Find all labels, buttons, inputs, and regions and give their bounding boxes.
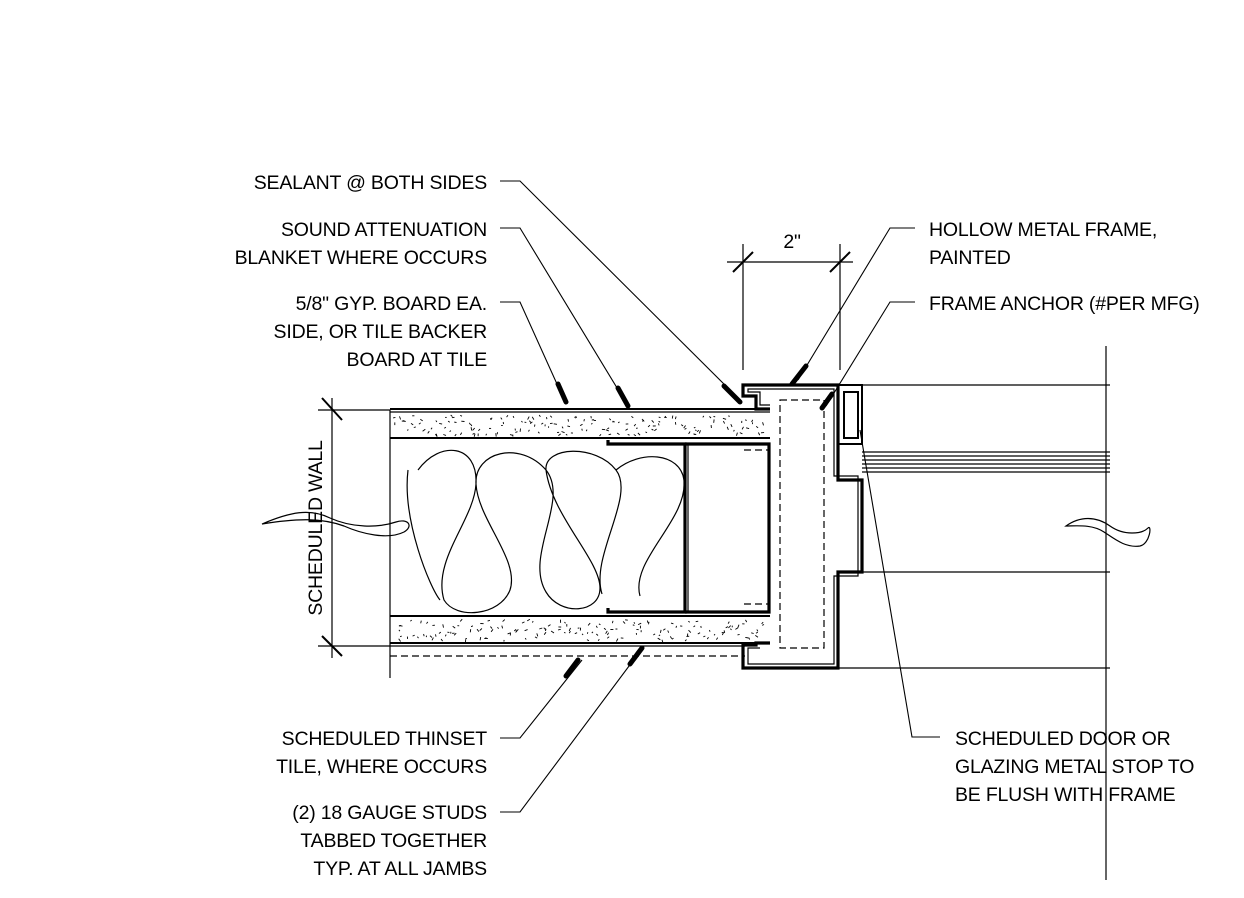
label-gyp-board: 5/8" GYP. BOARD EA. SIDE, OR TILE BACKER… <box>274 293 488 371</box>
svg-text:PAINTED: PAINTED <box>929 247 1011 269</box>
insulation-blanket <box>406 449 685 614</box>
svg-text:BOARD AT TILE: BOARD AT TILE <box>347 349 488 371</box>
frame-width-dimension: 2" <box>727 231 853 370</box>
svg-text:BE FLUSH WITH FRAME: BE FLUSH WITH FRAME <box>955 784 1176 806</box>
door-glazing-panel <box>838 346 1151 880</box>
svg-text:HOLLOW METAL FRAME,: HOLLOW METAL FRAME, <box>929 219 1157 241</box>
svg-text:SIDE, OR TILE BACKER: SIDE, OR TILE BACKER <box>274 321 488 343</box>
svg-text:TYP. AT ALL JAMBS: TYP. AT ALL JAMBS <box>313 858 487 880</box>
dimension-label: 2" <box>783 231 801 253</box>
svg-text:BLANKET WHERE OCCURS: BLANKET WHERE OCCURS <box>235 247 488 269</box>
steel-studs <box>606 440 771 614</box>
gyp-board-bottom <box>390 615 770 657</box>
svg-text:(2) 18 GAUGE STUDS: (2) 18 GAUGE STUDS <box>292 802 487 824</box>
label-thinset-tile: SCHEDULED THINSET TILE, WHERE OCCURS <box>276 728 487 778</box>
svg-text:TILE, WHERE OCCURS: TILE, WHERE OCCURS <box>276 756 487 778</box>
label-sound-attenuation: SOUND ATTENUATION BLANKET WHERE OCCURS <box>235 219 488 269</box>
svg-text:SCHEDULED DOOR OR: SCHEDULED DOOR OR <box>955 728 1171 750</box>
label-studs: (2) 18 GAUGE STUDS TABBED TOGETHER TYP. … <box>292 802 487 880</box>
wall-dimension: SCHEDULED WALL <box>305 397 390 658</box>
gyp-board-top <box>390 408 770 439</box>
label-hollow-metal-frame: HOLLOW METAL FRAME, PAINTED <box>929 219 1157 269</box>
wall-label: SCHEDULED WALL <box>305 440 327 616</box>
svg-text:GLAZING METAL STOP TO: GLAZING METAL STOP TO <box>955 756 1194 778</box>
svg-text:SOUND ATTENUATION: SOUND ATTENUATION <box>281 219 487 241</box>
break-symbol-right <box>1064 517 1151 547</box>
svg-text:SCHEDULED THINSET: SCHEDULED THINSET <box>282 728 488 750</box>
leaders <box>500 180 940 813</box>
label-sealant: SEALANT @ BOTH SIDES <box>254 172 487 194</box>
break-symbol-left <box>261 511 410 537</box>
label-door-glazing: SCHEDULED DOOR OR GLAZING METAL STOP TO … <box>955 728 1194 806</box>
hollow-metal-frame <box>741 383 864 670</box>
svg-text:5/8" GYP. BOARD EA.: 5/8" GYP. BOARD EA. <box>296 293 487 315</box>
label-frame-anchor: FRAME ANCHOR (#PER MFG) <box>929 293 1200 315</box>
svg-text:TABBED TOGETHER: TABBED TOGETHER <box>300 830 487 852</box>
